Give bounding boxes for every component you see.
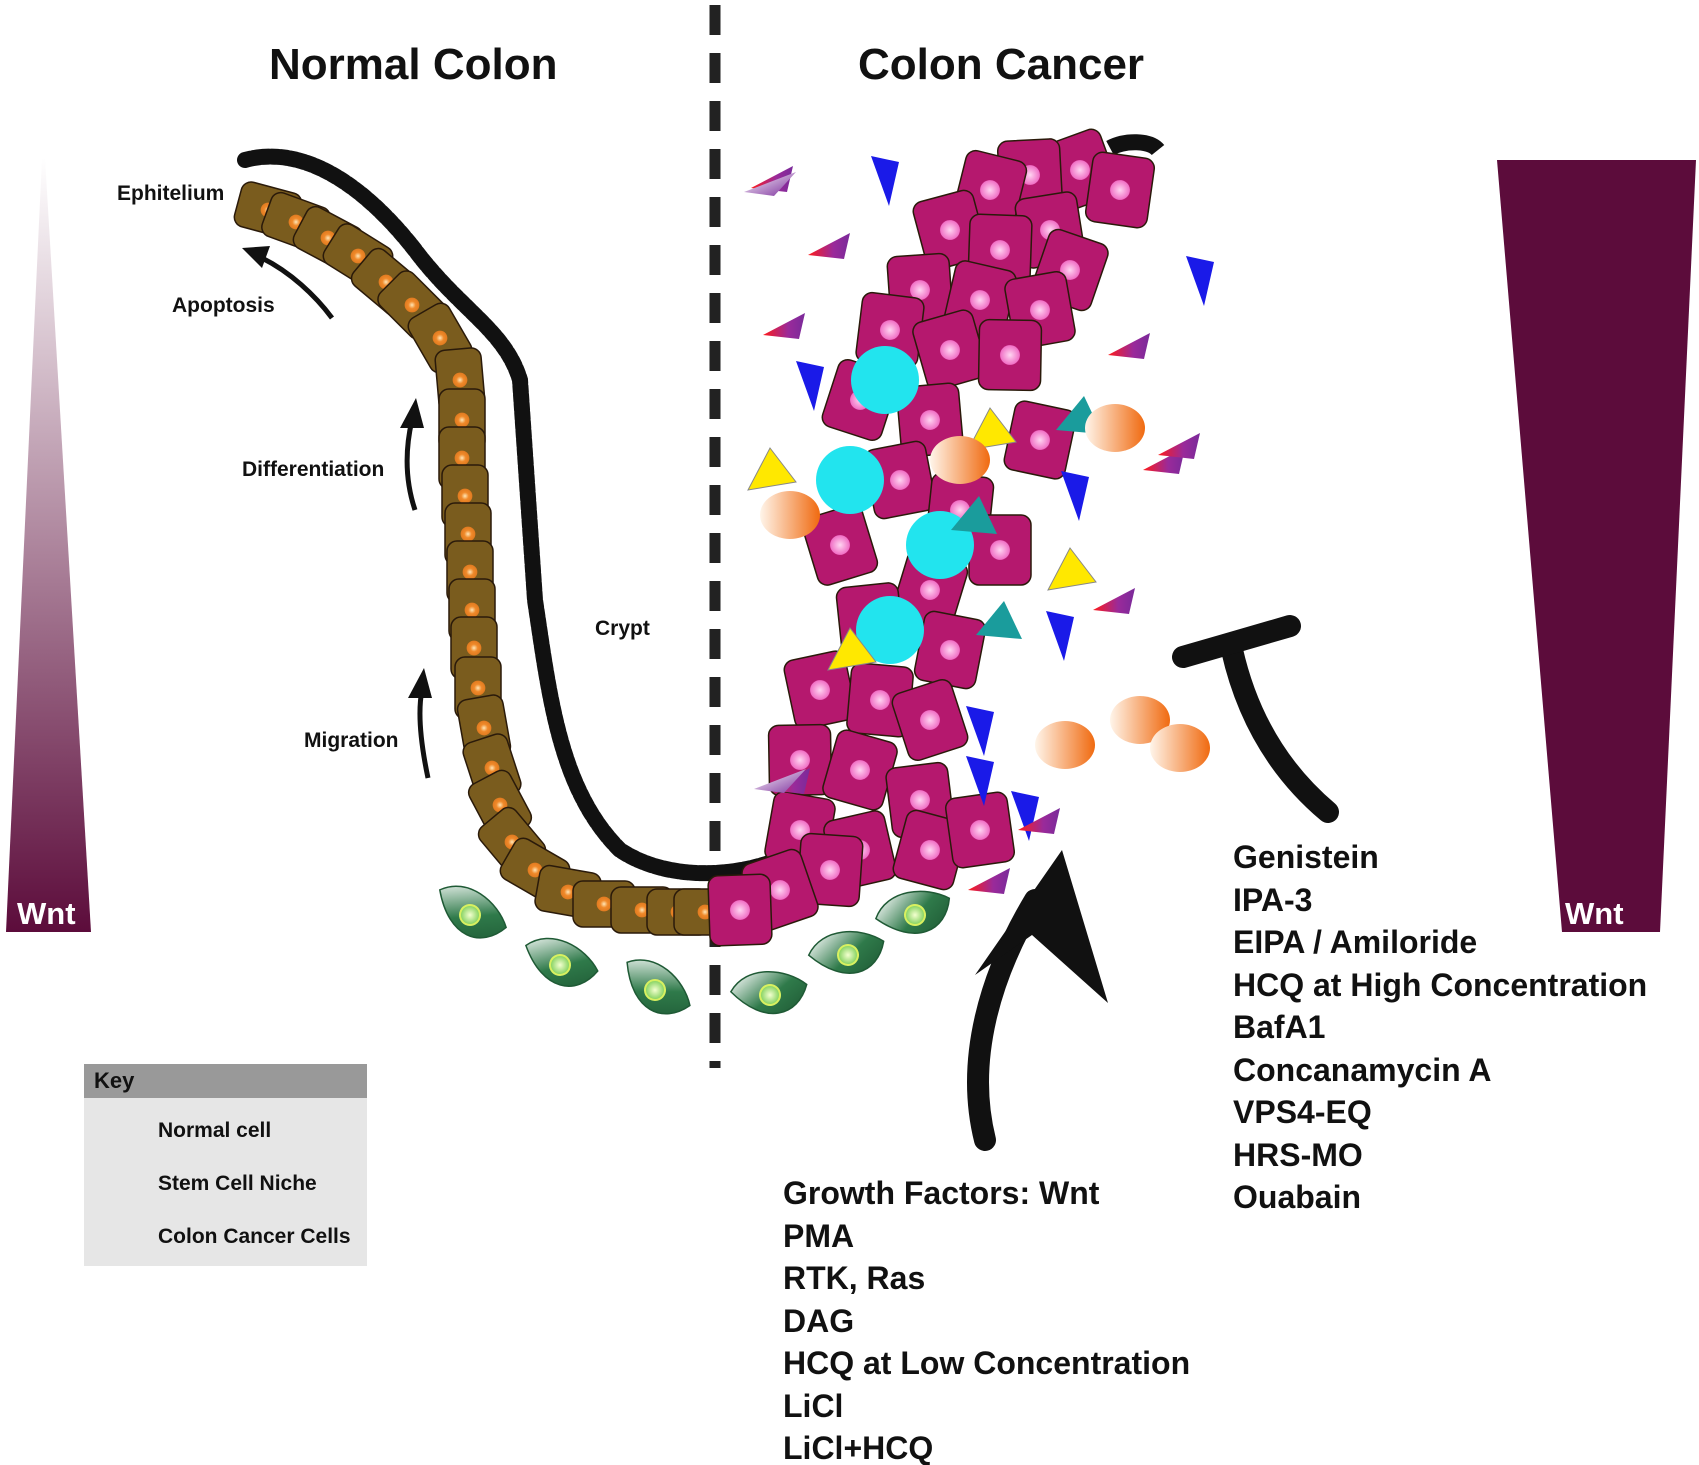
inhibitor-item: HRS-MO — [1233, 1136, 1363, 1173]
cancer-cell — [944, 791, 1016, 869]
label-epithelium: Ephitelium — [117, 182, 225, 205]
cancer-cell — [796, 832, 864, 908]
title-normal-colon: Normal Colon — [269, 40, 558, 89]
stem-cell — [874, 890, 951, 934]
apoptosis-arrow — [242, 246, 335, 320]
cancer-cell — [801, 504, 879, 586]
cancer-shape-yellow — [747, 447, 797, 491]
migration-arrow — [408, 668, 432, 779]
cancer-shape-orange — [930, 436, 990, 484]
cancer-shape-blue — [796, 361, 824, 411]
stem-cell — [524, 937, 599, 987]
cancer-shape-purple — [1093, 588, 1135, 614]
inhibitor-item: EIPA / Amiloride — [1233, 924, 1478, 960]
label-migration: Migration — [304, 729, 399, 752]
inhibitor-item: Genistein — [1233, 839, 1379, 875]
cancer-shape-circle — [856, 596, 924, 664]
cancer-shape-orange — [1150, 724, 1210, 772]
cancer-cell — [822, 729, 898, 811]
key-header: Key — [84, 1064, 367, 1098]
wnt-label-left: Wnt — [17, 896, 76, 931]
promoter-item: PMA — [783, 1217, 855, 1254]
promoter-list: Growth Factors: Wnt PMA RTK, Ras DAG HCQ… — [783, 1172, 1190, 1465]
cancer-cell — [913, 610, 987, 690]
cancer-shape-teal — [976, 601, 1022, 639]
promotion-arrow — [967, 850, 1108, 1151]
cancer-shape-blue — [1061, 471, 1089, 521]
cancer-cell — [1003, 400, 1077, 480]
cancer-shape-yellow — [827, 627, 877, 671]
cancer-shape-lavender — [744, 172, 796, 196]
cancer-shape-purple — [808, 233, 850, 259]
inhibitor-item: HCQ at High Concentration — [1233, 966, 1648, 1003]
inhibitor-item: Concanamycin A — [1233, 1051, 1492, 1088]
cancer-cell — [1084, 151, 1156, 229]
cancer-epithelium-cells — [707, 128, 1156, 947]
stem-cell-niche — [438, 885, 951, 1015]
inhibitor-list: Genistein IPA-3 EIPA / Amiloride HCQ at … — [1233, 836, 1647, 1219]
cancer-shape-circle — [851, 346, 919, 414]
cancer-shape-blue — [966, 706, 994, 756]
label-apoptosis: Apoptosis — [172, 294, 275, 317]
title-colon-cancer: Colon Cancer — [858, 40, 1145, 89]
cancer-cell — [783, 650, 857, 730]
cancer-shape-blue — [1046, 611, 1074, 661]
cancer-cell — [891, 678, 969, 762]
promoter-item: Growth Factors: Wnt — [783, 1175, 1100, 1211]
stem-cell — [729, 970, 808, 1015]
key-item-colon-cancer-cells: Colon Cancer Cells — [158, 1225, 351, 1248]
cancer-shape-orange — [1085, 404, 1145, 452]
inhibitor-item: IPA-3 — [1233, 881, 1313, 918]
cancer-shape-blue — [871, 156, 899, 206]
inhibitor-item: BafA1 — [1233, 1009, 1326, 1045]
label-differentiation: Differentiation — [242, 458, 385, 481]
key-title: Key — [94, 1068, 135, 1093]
basement-membrane — [237, 148, 798, 882]
inhibitor-item: VPS4-EQ — [1233, 1094, 1372, 1130]
cancer-shape-purple — [1018, 808, 1060, 834]
key-legend: Key Normal cell Stem Cell Niche Colon Ca… — [84, 1064, 367, 1266]
cancer-shape-blue — [966, 756, 994, 806]
cancer-cell-shapes — [744, 156, 1214, 894]
label-crypt: Crypt — [595, 617, 650, 640]
cancer-shape-yellow — [967, 407, 1017, 451]
cancer-shape-purple — [1158, 433, 1200, 459]
differentiation-arrow — [400, 398, 424, 511]
key-item-normal-cell: Normal cell — [158, 1119, 272, 1142]
wnt-label-right: Wnt — [1565, 896, 1624, 931]
cancer-cell — [912, 309, 988, 391]
cancer-shape-yellow — [1047, 547, 1097, 591]
promoter-item: RTK, Ras — [783, 1260, 926, 1296]
cancer-shape-blue — [1011, 791, 1039, 841]
inhibitor-item: Ouabain — [1233, 1179, 1362, 1215]
stem-cell — [438, 885, 507, 939]
cancer-shape-purple — [968, 868, 1010, 894]
promoter-item: LiCl — [783, 1387, 844, 1424]
stem-cell — [626, 959, 691, 1015]
cancer-shape-teal — [951, 496, 997, 534]
promoter-item: LiCl+HCQ — [783, 1430, 934, 1465]
wnt-gradient-left — [6, 158, 91, 932]
cancer-shape-orange — [1110, 696, 1170, 744]
cancer-shape-circle — [816, 446, 884, 514]
stem-cell — [807, 930, 885, 974]
inhibition-arrow — [1172, 615, 1339, 823]
cancer-shape-blue — [1186, 256, 1214, 306]
wnt-gradient-right — [1497, 160, 1696, 932]
normal-epithelium-cells — [233, 181, 737, 936]
cancer-shape-purple — [1108, 333, 1150, 359]
key-item-stem-cell-niche: Stem Cell Niche — [158, 1172, 317, 1195]
cancer-cell — [707, 873, 773, 947]
cancer-shape-orange — [760, 491, 820, 539]
cancer-shape-lavender — [754, 769, 806, 793]
promoter-item: DAG — [783, 1302, 855, 1339]
cancer-cell — [977, 318, 1043, 392]
cancer-shape-orange — [1035, 721, 1095, 769]
promoter-item: HCQ at Low Concentration — [783, 1345, 1191, 1381]
cancer-shape-purple — [763, 313, 805, 339]
